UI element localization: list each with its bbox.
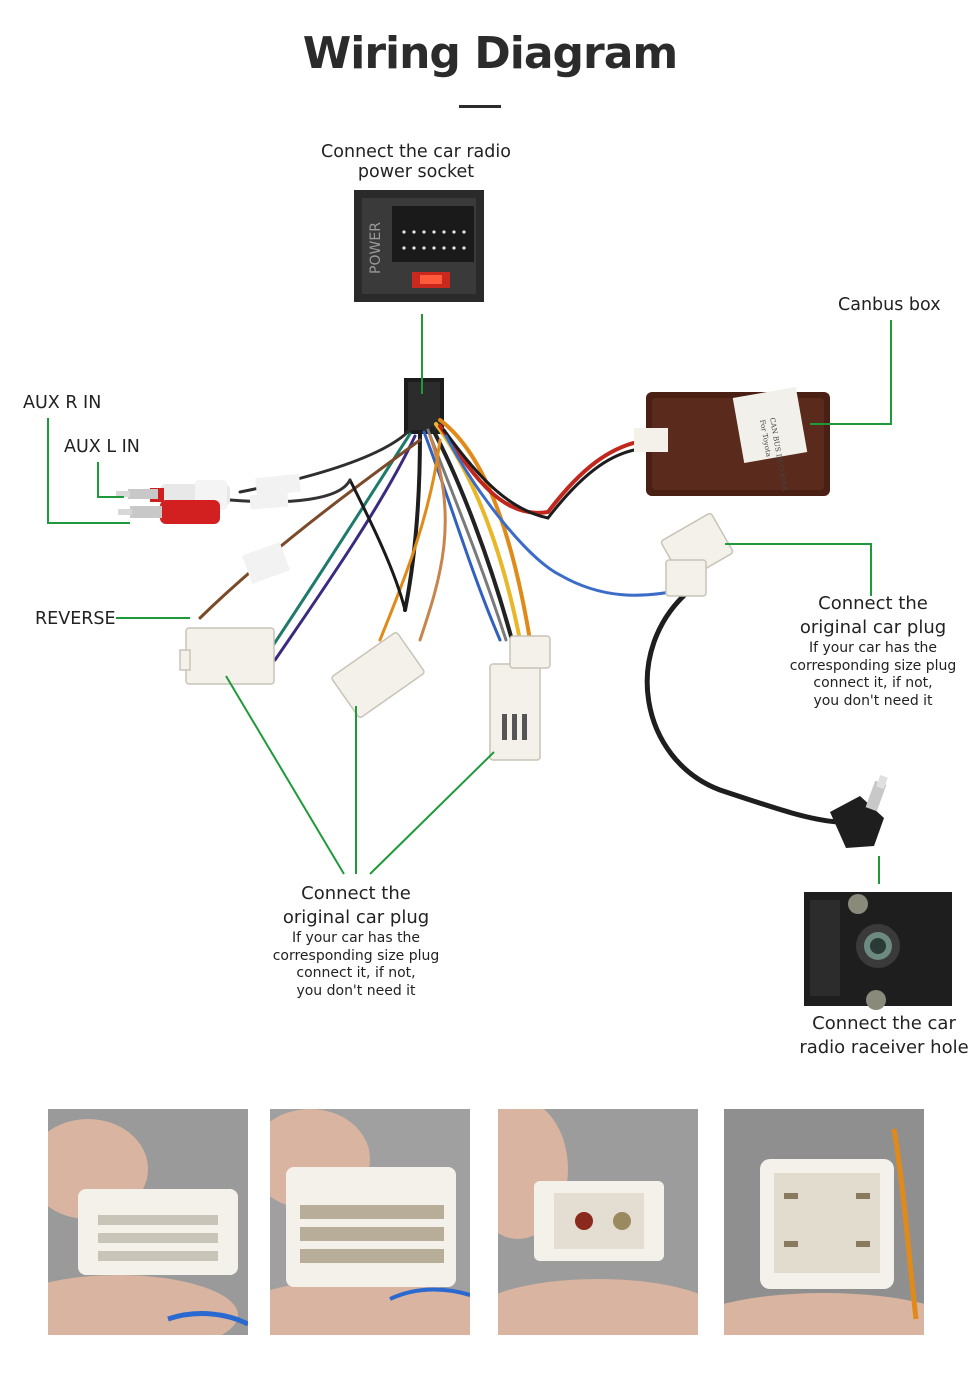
right-plug-note-4: you don't need it (813, 692, 933, 709)
photo-plug-1 (48, 1109, 248, 1335)
photo-plug-2 (270, 1109, 470, 1335)
white-connectors (179, 512, 734, 761)
power-socket-label-line1: Connect the car radio (321, 142, 511, 162)
photo-plug-3 (498, 1109, 698, 1335)
connector-photo-icon (270, 1109, 470, 1335)
connector-pins (502, 714, 527, 740)
page-title: Wiring Diagram (302, 28, 679, 79)
receiver-hole-photo (804, 892, 952, 1010)
power-socket-photo: POWER (354, 190, 484, 302)
antenna-plug (830, 774, 888, 848)
center-plug-heading-1: Connect the (301, 883, 411, 904)
right-plug-note-2: corresponding size plug (789, 657, 957, 674)
reverse-label: REVERSE (35, 609, 116, 629)
power-side-text: POWER (368, 222, 384, 274)
wire-tags (242, 473, 301, 584)
leader-lines (47, 314, 892, 884)
aux-r-in-label: AUX R IN (23, 393, 102, 413)
center-plug-note-4: you don't need it (296, 982, 416, 999)
center-plug-note-2: corresponding size plug (272, 947, 440, 964)
canbus-box: CAN BUS DECODER For Toyota (634, 386, 830, 496)
center-plug-label: Connect the original car plug If your ca… (256, 882, 456, 1000)
connector-photo-icon (48, 1109, 248, 1335)
rca-plugs (116, 480, 230, 524)
connector-photo-icon (498, 1109, 698, 1335)
power-socket-label-line2: power socket (357, 162, 475, 182)
aux-l-in-label: AUX L IN (64, 437, 140, 457)
center-plug-heading-2: original car plug (282, 907, 430, 928)
receiver-hole-label: Connect the car radio raceiver hole (796, 1012, 972, 1060)
canbus-box-label: Canbus box (838, 295, 941, 315)
receiver-hole-line1: Connect the car (812, 1013, 956, 1034)
receiver-hole-line2: radio raceiver hole (799, 1037, 969, 1058)
power-socket-label: Connect the car radio power socket (316, 142, 516, 182)
right-plug-heading-1: Connect the (818, 593, 928, 614)
right-plug-label: Connect the original car plug If your ca… (778, 592, 968, 710)
photo-plug-4 (724, 1109, 924, 1335)
center-plug-note-1: If your car has the (291, 930, 421, 946)
connector-photo-icon (724, 1109, 924, 1335)
title-underline (459, 105, 501, 108)
right-plug-note-1: If your car has the (808, 640, 938, 656)
right-plug-note-3: connect it, if not, (813, 675, 933, 691)
right-plug-heading-2: original car plug (799, 617, 947, 638)
center-plug-note-3: connect it, if not, (296, 965, 416, 981)
